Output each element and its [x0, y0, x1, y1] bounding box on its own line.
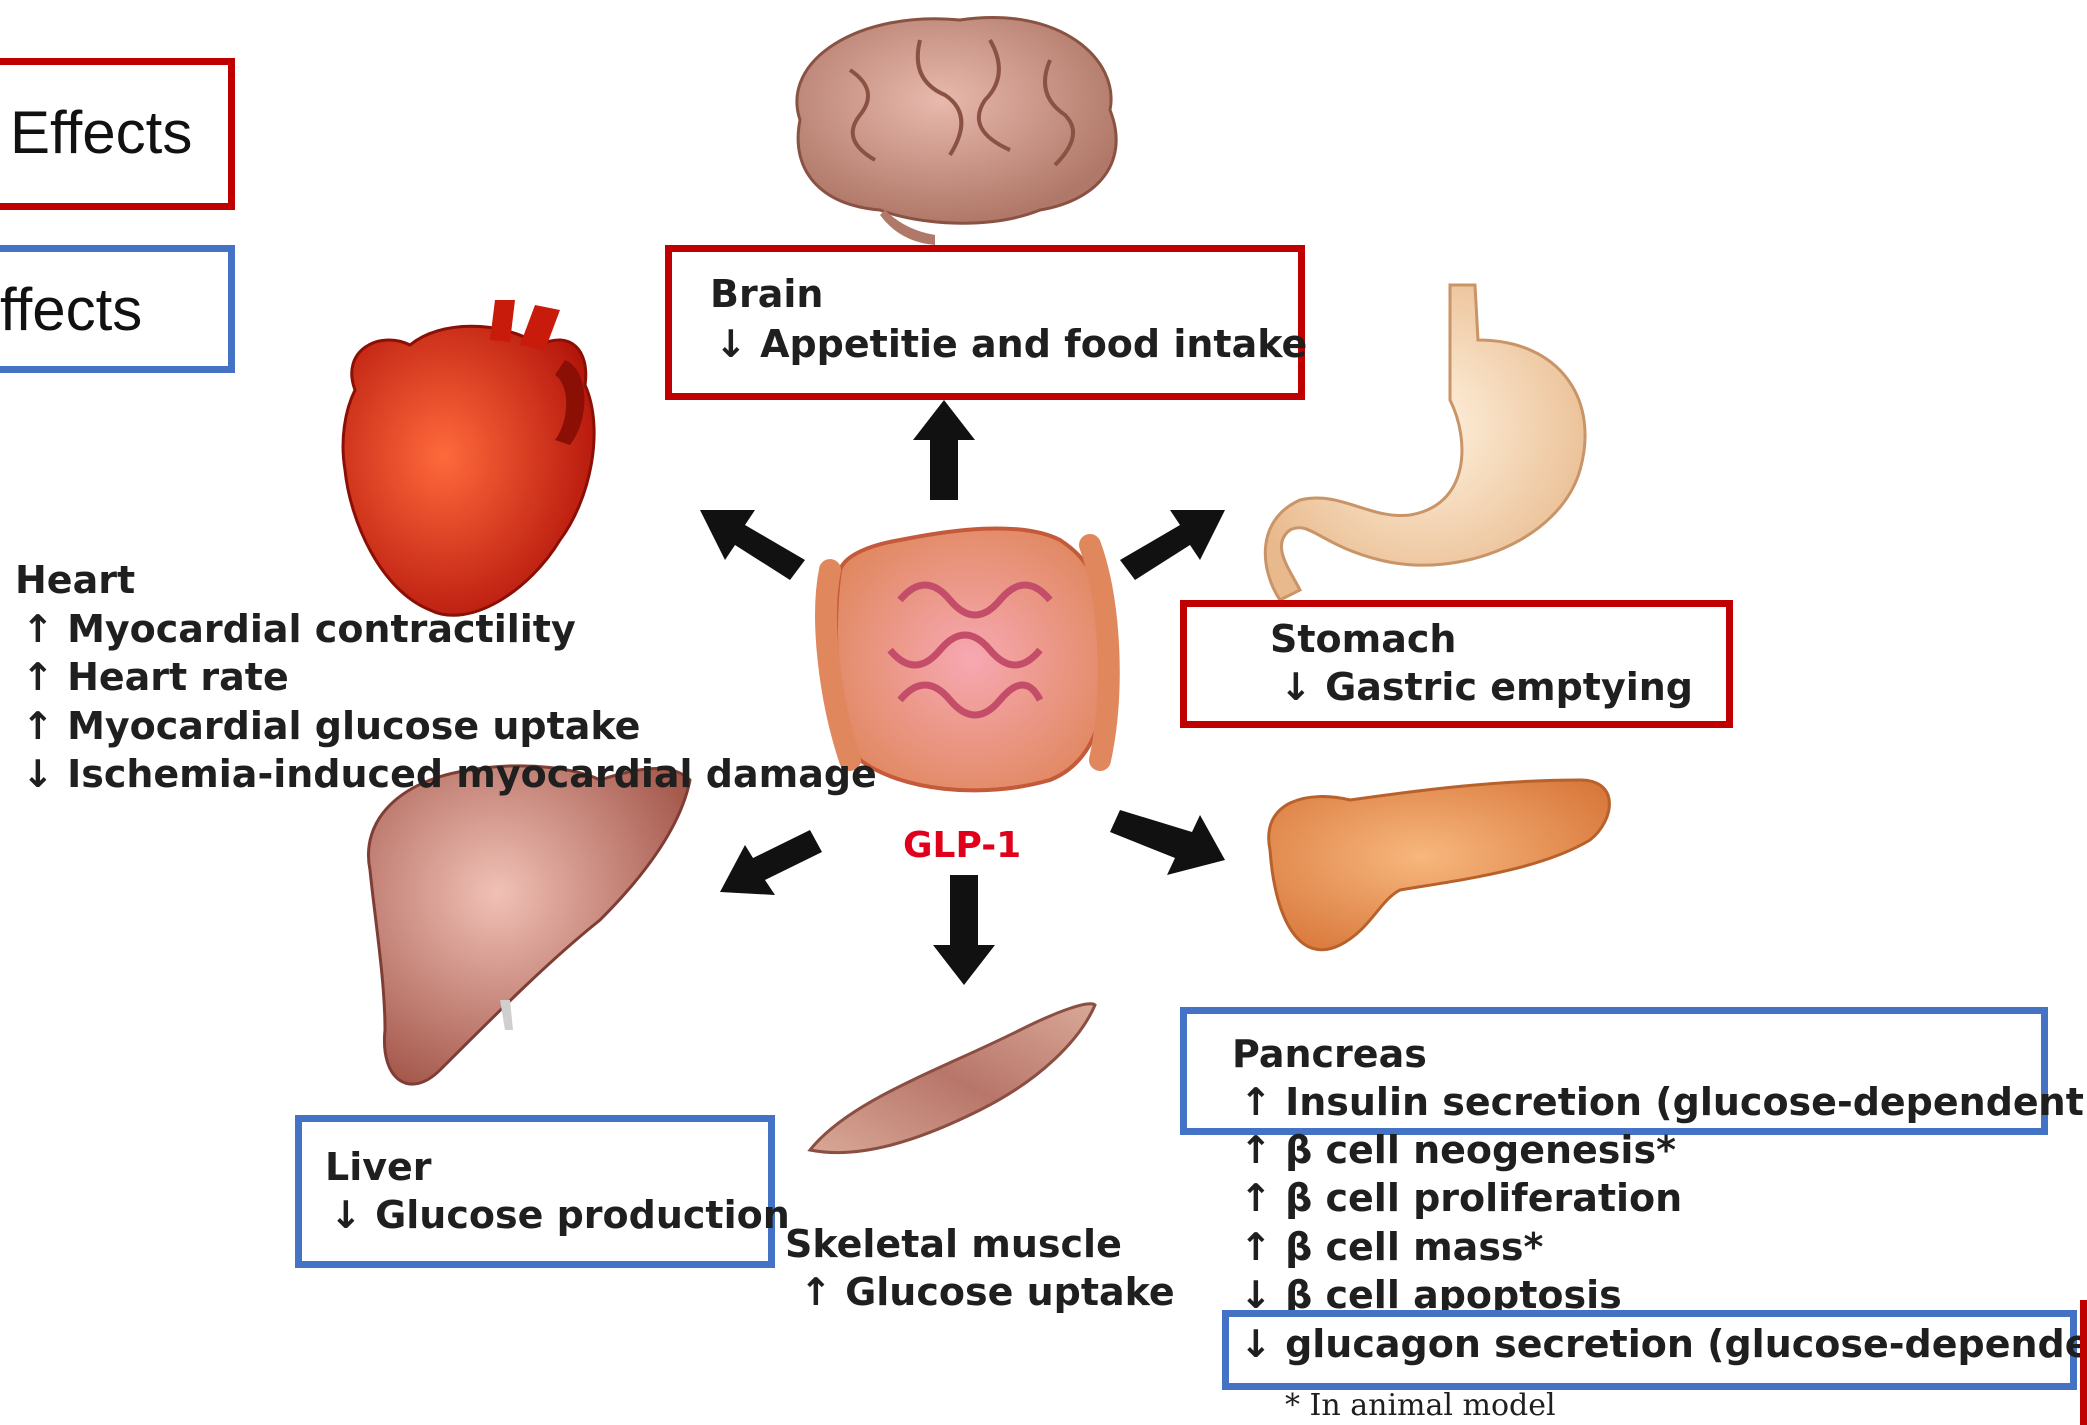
liver-illustration	[368, 766, 690, 1084]
red-edge-marker	[2080, 1300, 2087, 1425]
glp1-label: GLP-1	[903, 825, 1021, 866]
pancreas-line-1: ↑ Insulin secretion (glucose-dependent)	[1240, 1080, 2087, 1124]
heart-title: Heart	[15, 558, 135, 602]
muscle-illustration	[810, 1004, 1095, 1153]
heart-line-1: ↑ Myocardial contractility	[22, 607, 576, 651]
liver-box	[295, 1115, 775, 1268]
pancreas-line-4: ↑ β cell mass*	[1240, 1225, 1543, 1269]
heart-illustration	[343, 300, 594, 615]
liver-title: Liver	[325, 1145, 432, 1189]
stomach-line: ↓ Gastric emptying	[1280, 665, 1693, 709]
legend-blue-label: ffects	[0, 275, 142, 344]
heart-line-3: ↑ Myocardial glucose uptake	[22, 704, 640, 748]
pancreas-title: Pancreas	[1232, 1032, 1427, 1076]
heart-line-2: ↑ Heart rate	[22, 655, 289, 699]
legend-red-label: Effects	[10, 98, 192, 167]
pancreas-line-3: ↑ β cell proliferation	[1240, 1176, 1682, 1220]
pancreas-line-6: ↓ glucagon secretion (glucose-dependent)	[1240, 1322, 2087, 1366]
brain-illustration	[797, 17, 1116, 245]
stomach-title: Stomach	[1270, 617, 1456, 661]
stomach-illustration	[1265, 285, 1585, 600]
pancreas-illustration	[1269, 780, 1610, 950]
muscle-title: Skeletal muscle	[785, 1222, 1122, 1266]
pancreas-footnote: * In animal model	[1285, 1388, 1556, 1423]
pancreas-line-2: ↑ β cell neogenesis*	[1240, 1128, 1676, 1172]
liver-line: ↓ Glucose production	[330, 1193, 790, 1237]
brain-line: ↓ Appetitie and food intake	[715, 322, 1307, 366]
muscle-line: ↑ Glucose uptake	[800, 1270, 1175, 1314]
heart-line-4: ↓ Ischemia-induced myocardial damage	[22, 752, 877, 796]
brain-title: Brain	[710, 272, 823, 316]
